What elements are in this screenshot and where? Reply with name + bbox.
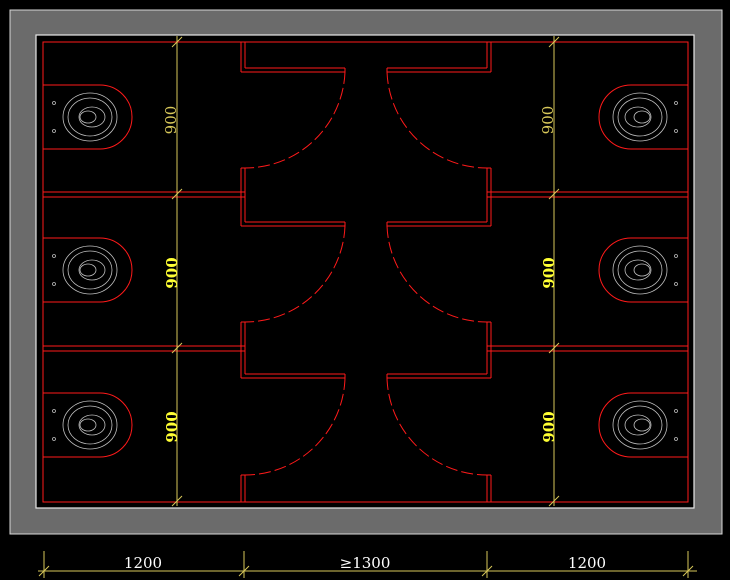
dim-left-3: 900 (163, 411, 181, 442)
toilet-niches (43, 84, 688, 458)
door-swing-left-1 (244, 71, 346, 169)
door-swing-left-2 (244, 225, 346, 323)
dim-right-3: 900 (540, 411, 558, 442)
left-stall-partitions (43, 42, 346, 502)
dim-right-1: 900 (539, 106, 557, 135)
right-stall-partitions (386, 42, 688, 502)
toilets (52, 92, 678, 450)
door-swing-right-2 (386, 225, 488, 323)
door-swing-left-3 (244, 377, 346, 476)
wall-hung-toilet-icon (612, 400, 678, 450)
dim-bottom-middle: ≥1300 (340, 554, 391, 572)
dim-left-1: 900 (162, 106, 180, 135)
vertical-dimension-texts: 900 900 900 900 900 900 (162, 106, 558, 443)
wall-hung-toilet-icon (612, 245, 678, 295)
dim-left-2: 900 (163, 257, 181, 288)
bottom-dimension-line (38, 551, 697, 578)
dim-right-2: 900 (540, 257, 558, 288)
bottom-dimension-texts: 1200 ≥1300 1200 (124, 554, 606, 572)
dim-bottom-left: 1200 (124, 554, 162, 572)
door-swings (244, 71, 488, 476)
wall-hung-toilet-icon (52, 245, 118, 295)
door-swing-right-3 (386, 377, 488, 476)
wall-hung-toilet-icon (612, 92, 678, 142)
door-swing-right-1 (386, 71, 488, 169)
outer-walls (42, 41, 689, 503)
dim-bottom-right: 1200 (568, 554, 606, 572)
plan-area (35, 34, 695, 509)
wall-hung-toilet-icon (52, 400, 118, 450)
vertical-dimension-lines (171, 36, 560, 507)
wall-hung-toilet-icon (52, 92, 118, 142)
